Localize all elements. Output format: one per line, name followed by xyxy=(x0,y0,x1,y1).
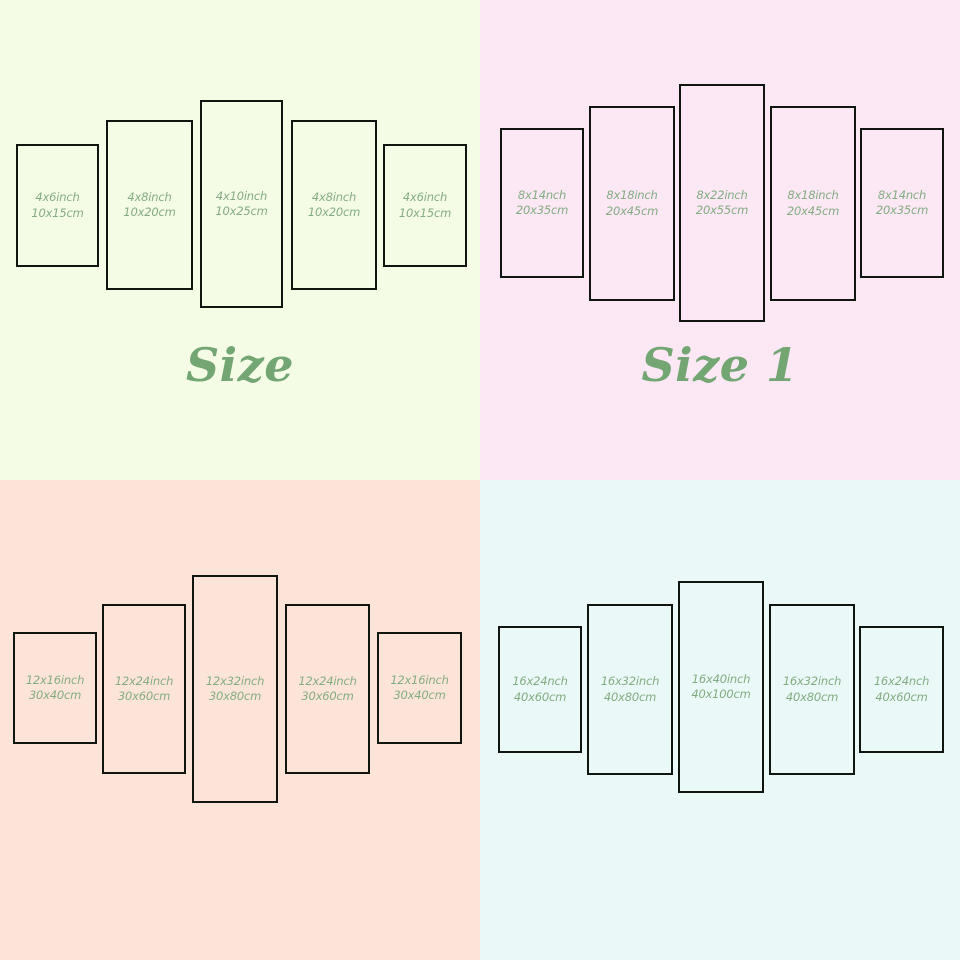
size-panel-label: 12x24inch 30x60cm xyxy=(298,673,357,703)
quadrant-size: 4x6inch 10x15cm 4x8inch 10x20cm 4x10inch 1… xyxy=(0,0,480,480)
quadrant-size-2: 12x16inch 30x40cm 12x24inch 30x60cm 12x32i… xyxy=(0,480,480,960)
size-panel[interactable]: 16x32inch 40x80cm xyxy=(769,604,855,775)
size-panel-label: 8x14nch 20x35cm xyxy=(875,187,929,217)
size-panel-label: 16x40inch 40x100cm xyxy=(691,671,751,701)
size-panel[interactable]: 4x10inch 10x25cm xyxy=(200,100,283,308)
size-panel-label: 8x18inch 20x45cm xyxy=(605,188,659,218)
size-panel[interactable]: 16x32inch 40x80cm xyxy=(587,604,673,775)
size-panel[interactable]: 8x22inch 20x55cm xyxy=(679,84,765,322)
size-panel-label: 16x32inch 40x80cm xyxy=(782,674,842,704)
size-panel-label: 4x10inch 10x25cm xyxy=(215,188,268,218)
size-panel-label: 16x24nch 40x60cm xyxy=(512,674,568,704)
size-panel[interactable]: 16x24nch 40x60cm xyxy=(498,626,582,753)
size-panel[interactable]: 4x6inch 10x15cm xyxy=(383,144,467,267)
size-panel[interactable]: 4x6inch 10x15cm xyxy=(16,144,99,267)
size-panel[interactable]: 8x18inch 20x45cm xyxy=(589,106,675,301)
size-panel[interactable]: 12x24inch 30x60cm xyxy=(285,604,370,774)
size-panel-label: 12x16inch 30x40cm xyxy=(25,672,85,702)
size-panel-label: 8x14nch 20x35cm xyxy=(515,187,569,217)
size-panel[interactable]: 4x8inch 10x20cm xyxy=(291,120,377,290)
size-panel[interactable]: 8x14nch 20x35cm xyxy=(860,128,944,278)
panel-group-size-2: 12x16inch 30x40cm 12x24inch 30x60cm 12x32i… xyxy=(0,480,480,810)
size-panel[interactable]: 4x8inch 10x20cm xyxy=(106,120,193,290)
size-panel[interactable]: 12x32inch 30x80cm xyxy=(192,575,278,803)
size-panel[interactable]: 8x14nch 20x35cm xyxy=(500,128,584,278)
size-panel-label: 4x8inch 10x20cm xyxy=(307,189,361,219)
size-panel-label: 4x6inch 10x15cm xyxy=(31,190,84,220)
quadrant-size-1: 8x14nch 20x35cm 8x18inch 20x45cm 8x22inch … xyxy=(480,0,960,480)
quadrant-title-size: Size xyxy=(185,338,295,392)
size-panel[interactable]: 16x40inch 40x100cm xyxy=(678,581,764,793)
size-panel[interactable]: 12x16inch 30x40cm xyxy=(377,632,462,744)
size-panel-label: 4x6inch 10x15cm xyxy=(398,190,452,220)
size-panel[interactable]: 12x24inch 30x60cm xyxy=(102,604,186,774)
size-panel-label: 4x8inch 10x20cm xyxy=(123,189,176,219)
size-panel-label: 8x18inch 20x45cm xyxy=(786,188,840,218)
size-panel-label: 16x24nch 40x60cm xyxy=(873,674,930,704)
size-panel[interactable]: 8x18inch 20x45cm xyxy=(770,106,856,301)
size-panel-label: 12x16inch 30x40cm xyxy=(390,672,449,702)
panel-group-size-1: 8x14nch 20x35cm 8x18inch 20x45cm 8x22inch … xyxy=(480,0,960,330)
size-panel[interactable]: 16x24nch 40x60cm xyxy=(859,626,944,753)
size-panel-label: 8x22inch 20x55cm xyxy=(695,187,749,217)
size-panel-label: 12x24inch 30x60cm xyxy=(114,673,174,703)
panel-group-size-3: 16x24nch 40x60cm 16x32inch 40x80cm 16x40in… xyxy=(480,480,960,810)
size-panel-label: 12x32inch 30x80cm xyxy=(205,673,265,703)
panel-group-size: 4x6inch 10x15cm 4x8inch 10x20cm 4x10inch 1… xyxy=(0,0,480,330)
size-panel-label: 16x32inch 40x80cm xyxy=(600,674,660,704)
size-panel[interactable]: 12x16inch 30x40cm xyxy=(13,632,97,744)
quadrant-title-size-1: Size 1 xyxy=(641,338,799,392)
quadrant-size-3: 16x24nch 40x60cm 16x32inch 40x80cm 16x40in… xyxy=(480,480,960,960)
